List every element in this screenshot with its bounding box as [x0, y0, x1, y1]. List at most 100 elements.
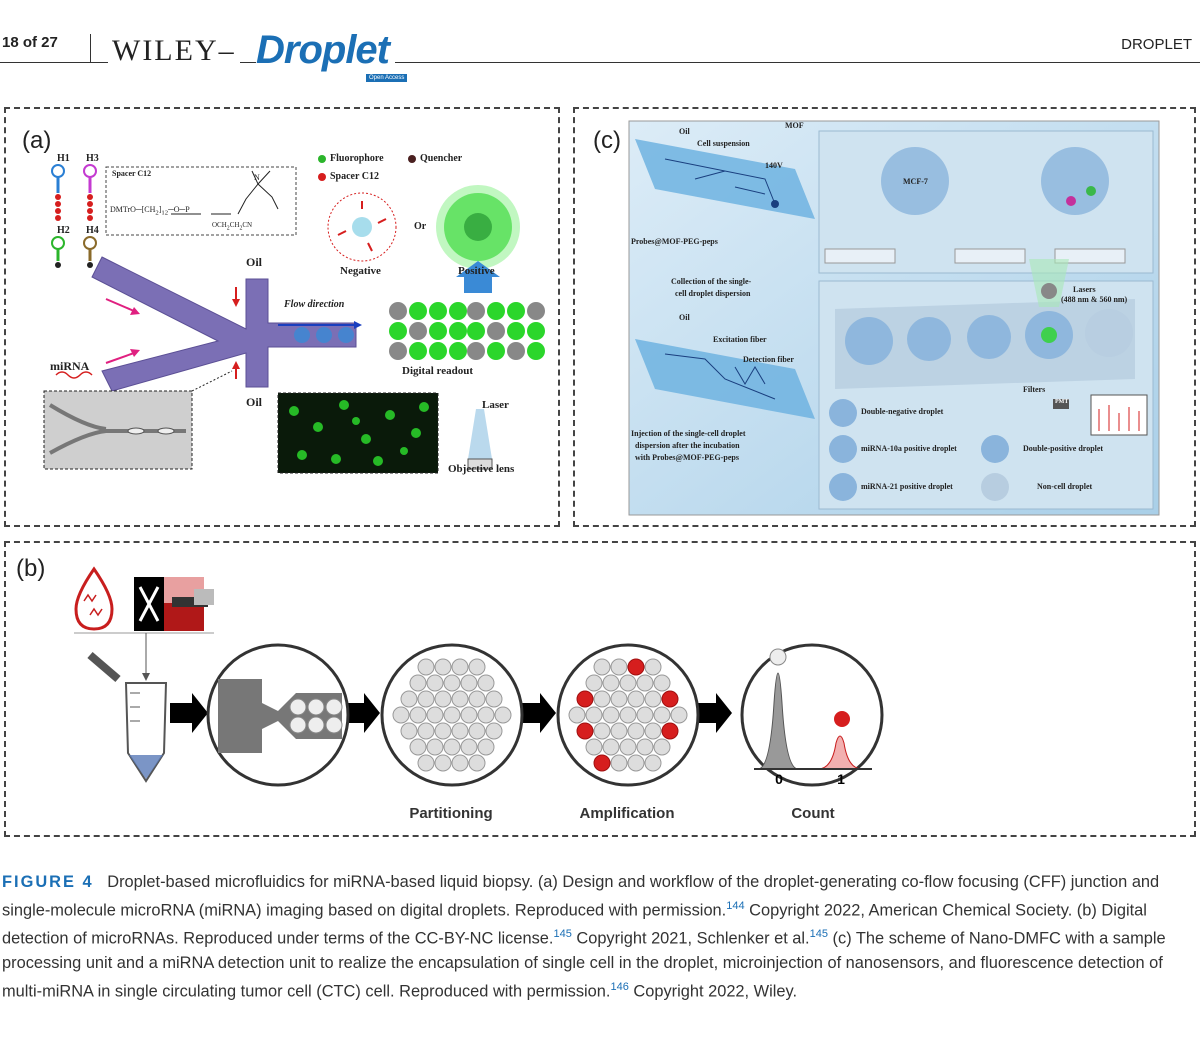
- droplet: [460, 738, 478, 756]
- mcf7-label: MCF-7: [903, 177, 928, 186]
- spacer-structure-box: [105, 166, 297, 236]
- probes-label: Probes@MOF-PEG-peps: [631, 237, 718, 246]
- droplet: [477, 706, 495, 724]
- droplet: [653, 674, 671, 692]
- collection-label-1: Collection of the single-: [671, 277, 752, 286]
- droplet: [451, 754, 469, 772]
- droplet: [400, 690, 418, 708]
- hairpin-probes: [51, 164, 97, 268]
- publisher-logo: WILEY–: [108, 36, 240, 66]
- panel-a-figure: [43, 155, 545, 474]
- microchannel: [91, 256, 357, 392]
- count-circle: [740, 643, 884, 787]
- mof-label: MOF: [785, 121, 804, 130]
- legend-mirna21-droplet: [829, 473, 857, 501]
- injection-label-3: with Probes@MOF-PEG-peps: [635, 453, 739, 462]
- droplet: [593, 754, 611, 772]
- digital-readout-label: Digital readout: [402, 365, 473, 377]
- droplet: [636, 674, 654, 692]
- droplet: [610, 722, 628, 740]
- journal-name: DROPLET: [1121, 36, 1192, 53]
- hairpin-h3-label: H3: [86, 153, 99, 164]
- header-rule: [0, 62, 1200, 63]
- caption-ref-144[interactable]: 144: [726, 900, 745, 912]
- amplification-circle: [556, 643, 700, 787]
- flow-direction-label: Flow direction: [284, 299, 345, 310]
- droplet: [602, 738, 620, 756]
- legend-quencher: Quencher: [420, 153, 463, 164]
- caption-ref-146[interactable]: 146: [610, 980, 629, 993]
- droplet: [670, 706, 688, 724]
- droplet: [619, 738, 637, 756]
- droplet: [477, 738, 495, 756]
- droplet: [644, 658, 662, 676]
- oil-bottom-label: Oil: [679, 313, 690, 322]
- droplet: [568, 706, 586, 724]
- droplet: [426, 738, 444, 756]
- droplet: [434, 690, 452, 708]
- droplet: [409, 738, 427, 756]
- caption-text-4: (c) The scheme of Nano-DMFC with a sampl…: [2, 929, 1166, 1001]
- count-axis-1: 1: [837, 771, 845, 787]
- droplet: [593, 722, 611, 740]
- droplet: [602, 674, 620, 692]
- laser-beam: [468, 409, 492, 459]
- droplet: [653, 738, 671, 756]
- arrow-4: [696, 693, 732, 733]
- injection-label-1: Injection of the single-cell droplet: [631, 429, 746, 438]
- caption-ref-145b[interactable]: 145: [809, 928, 828, 941]
- or-label: Or: [414, 221, 427, 232]
- caption-text-2: Copyright 2022, American Chemical Societ…: [2, 901, 1147, 948]
- chem-n: N: [254, 173, 260, 182]
- droplet: [610, 690, 628, 708]
- droplet: [661, 690, 679, 708]
- pmt-label: PMT: [1055, 399, 1069, 405]
- droplet: [460, 674, 478, 692]
- droplet: [451, 690, 469, 708]
- panel-a: (a): [4, 107, 560, 527]
- droplet: [485, 690, 503, 708]
- droplet: [434, 754, 452, 772]
- count-axis-0: 0: [775, 771, 783, 787]
- open-access-badge: Open Access: [366, 74, 408, 82]
- legend-noncell-droplet: [981, 473, 1009, 501]
- droplet: [409, 706, 427, 724]
- objective-lens-label: Objective lens: [448, 463, 515, 475]
- lasers-label-2: (488 nm & 560 nm): [1061, 295, 1128, 304]
- digital-readout-array: [389, 302, 545, 360]
- droplet: [443, 706, 461, 724]
- droplet: [576, 690, 594, 708]
- droplet: [434, 722, 452, 740]
- header-divider: [90, 34, 91, 62]
- droplet: [494, 706, 512, 724]
- droplet: [443, 738, 461, 756]
- figure-label: FIGURE 4: [2, 873, 94, 891]
- droplet-generation-circle: [206, 643, 350, 787]
- droplet: [468, 754, 486, 772]
- droplet: [585, 674, 603, 692]
- legend-mirna10a-droplet: [829, 435, 857, 463]
- caption-ref-145[interactable]: 145: [553, 928, 572, 941]
- hairpin-h4-label: H4: [86, 225, 99, 236]
- oil-bottom-label: Oil: [246, 395, 263, 409]
- droplet: [644, 690, 662, 708]
- droplet: [392, 706, 410, 724]
- droplet: [619, 674, 637, 692]
- droplet: [619, 706, 637, 724]
- droplet: [400, 722, 418, 740]
- figure-caption: FIGURE 4 Droplet-based microfluidics for…: [2, 870, 1196, 1003]
- cell-suspension-label: Cell suspension: [697, 139, 750, 148]
- droplet: [661, 722, 679, 740]
- mirna-label: miRNA: [50, 359, 90, 373]
- objective-lens-icon: [467, 458, 493, 470]
- droplet-sequence: [845, 309, 1133, 365]
- legend-double-positive-droplet: [981, 435, 1009, 463]
- droplet: [627, 658, 645, 676]
- droplet: [602, 706, 620, 724]
- panel-b-figure: [74, 566, 884, 787]
- droplet: [468, 722, 486, 740]
- droplet: [636, 706, 654, 724]
- droplet: [576, 722, 594, 740]
- filters-label: Filters: [1023, 385, 1046, 394]
- droplet: [627, 754, 645, 772]
